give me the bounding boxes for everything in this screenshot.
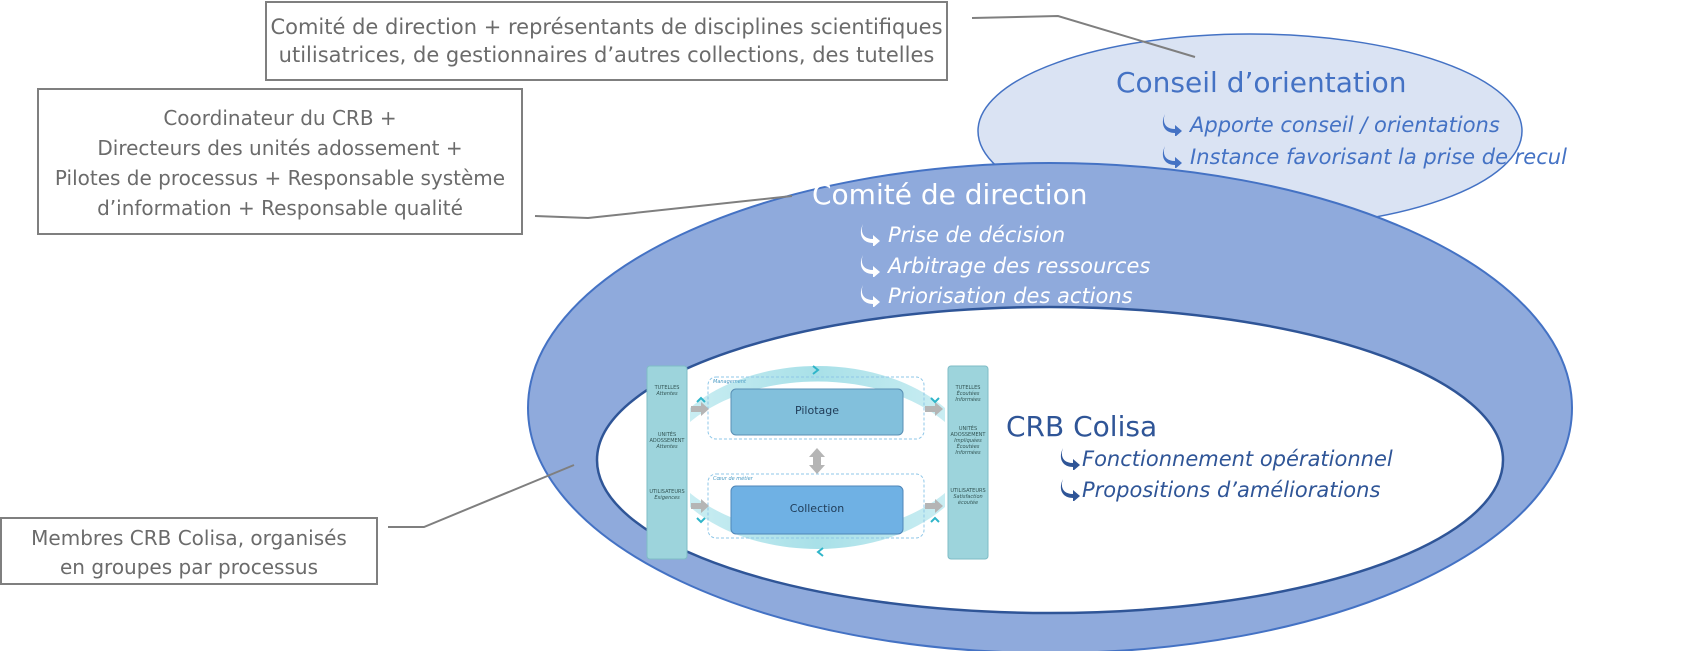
left-unites-title: UNITÉS (657, 432, 677, 438)
crb-members-line-2: en groupes par processus (60, 555, 318, 579)
arrow-right-4 (925, 499, 943, 513)
right-col-tutelles: TUTELLES Écoutées Informées (948, 385, 988, 403)
left-tutelles-title: TUTELLES (654, 385, 680, 391)
left-tutelles-sub: Attentes (656, 391, 678, 397)
crb-title: CRB Colisa (1006, 410, 1158, 443)
right-tutelles-sub2: Informées (955, 397, 981, 403)
management-group (707, 376, 925, 440)
bottom-cycle-arc (690, 493, 945, 549)
left-col-tutelles: TUTELLES Attentes (647, 385, 687, 397)
pilotage-box (730, 388, 904, 436)
conseil-title: Conseil d’orientation (1116, 66, 1407, 99)
conseil-item-1-text: Apporte conseil / orientations (1190, 113, 1500, 137)
codir-item-2: Arbitrage des ressources (858, 253, 1150, 278)
chevron-right-up (930, 516, 940, 523)
conseil-item-2: Instance favorisant la prise de recul (1160, 144, 1567, 169)
right-column (947, 365, 989, 560)
collection-label: Collection (789, 502, 845, 515)
left-col-utilisateurs: UTILISATEURS Exigences (647, 489, 687, 501)
chevron-left-up (696, 396, 706, 403)
right-unites-sub3: Informées (955, 450, 981, 456)
chevron-top (812, 365, 820, 375)
chevron-bottom (816, 547, 824, 557)
curved-arrow-icon (860, 255, 880, 277)
left-column (646, 365, 688, 560)
curved-arrow-icon (1162, 146, 1182, 168)
codir-item-3: Priorisation des actions (858, 283, 1133, 308)
codir-item-2-text: Arbitrage des ressources (888, 254, 1151, 278)
management-label: Management (713, 379, 746, 385)
process-map: TUTELLES Attentes UNITÉS ADOSSEMENT Atte… (645, 360, 990, 565)
crb-item-1: Fonctionnement opérationnel (1058, 446, 1393, 471)
right-col-utilisateurs: UTILISATEURS Satisfaction écoutée (948, 488, 988, 506)
curved-arrow-icon (1060, 479, 1080, 501)
curved-arrow-icon (860, 224, 880, 246)
curved-arrow-icon (1060, 448, 1080, 470)
left-unites-sub: Attentes (656, 444, 678, 450)
codir-title: Comité de direction (812, 178, 1088, 211)
conseil-item-1: Apporte conseil / orientations (1160, 112, 1500, 137)
right-col-unites: UNITÉS ADOSSEMENT Impliquées Écoutées In… (948, 426, 988, 456)
crb-item-2: Propositions d’améliorations (1058, 477, 1380, 502)
codir-item-1-text: Prise de décision (888, 223, 1066, 247)
crb-item-1-text: Fonctionnement opérationnel (1082, 447, 1393, 471)
codir-members-line-1: Coordinateur du CRB + (163, 106, 397, 130)
connector-codir (534, 195, 793, 220)
left-utilisateurs-title: UTILISATEURS (649, 489, 685, 495)
connector-crb (388, 464, 575, 528)
codir-members-box: Coordinateur du CRB + Directeurs des uni… (37, 88, 523, 235)
codir-members-line-3: Pilotes de processus + Responsable systè… (54, 166, 506, 190)
conseil-members-line-2: utilisatrices, de gestionnaires d’autres… (278, 43, 935, 67)
collection-box (730, 485, 904, 535)
crb-item-2-text: Propositions d’améliorations (1082, 478, 1381, 502)
connector-conseil (971, 14, 1196, 58)
top-cycle-arc (690, 366, 945, 422)
chevron-right-down (930, 397, 940, 404)
double-arrow-vertical (809, 448, 825, 474)
conseil-members-box: Comité de direction + représentants de d… (265, 1, 948, 81)
curved-arrow-icon (1162, 114, 1182, 136)
right-tutelles-sub: Écoutées (956, 391, 980, 397)
crb-members-box: Membres CRB Colisa, organisés en groupes… (0, 517, 378, 585)
core-group (707, 473, 925, 539)
core-label: Cœur de métier (713, 476, 753, 482)
curved-arrow-icon (860, 285, 880, 307)
right-unites-sub2: Écoutées (956, 444, 980, 450)
left-unites-title2: ADOSSEMENT (649, 438, 685, 444)
arrow-right-2 (691, 499, 709, 513)
conseil-item-2-text: Instance favorisant la prise de recul (1190, 145, 1567, 169)
process-map-shapes (646, 365, 989, 560)
codir-item-3-text: Priorisation des actions (888, 284, 1133, 308)
crb-members-line-1: Membres CRB Colisa, organisés (31, 526, 347, 550)
right-tutelles-title: TUTELLES (955, 385, 981, 391)
left-col-unites: UNITÉS ADOSSEMENT Attentes (647, 432, 687, 450)
codir-item-1: Prise de décision (858, 222, 1065, 247)
right-unites-title2: ADOSSEMENT (950, 432, 986, 438)
arrow-right-1 (691, 402, 709, 416)
arrow-right-3 (925, 402, 943, 416)
left-utilisateurs-sub: Exigences (654, 495, 680, 501)
chevron-left-down (696, 517, 706, 524)
right-utilisateurs-sub2: écoutée (957, 500, 979, 506)
right-utilisateurs-title: UTILISATEURS (950, 488, 986, 494)
right-utilisateurs-sub: Satisfaction (953, 494, 983, 500)
pilotage-label: Pilotage (794, 404, 840, 417)
right-unites-title: UNITÉS (958, 426, 978, 432)
codir-members-line-4: d’information + Responsable qualité (97, 196, 463, 220)
right-unites-sub: Impliquées (954, 438, 982, 444)
conseil-members-line-1: Comité de direction + représentants de d… (270, 15, 943, 39)
codir-members-line-2: Directeurs des unités adossement + (97, 136, 463, 160)
